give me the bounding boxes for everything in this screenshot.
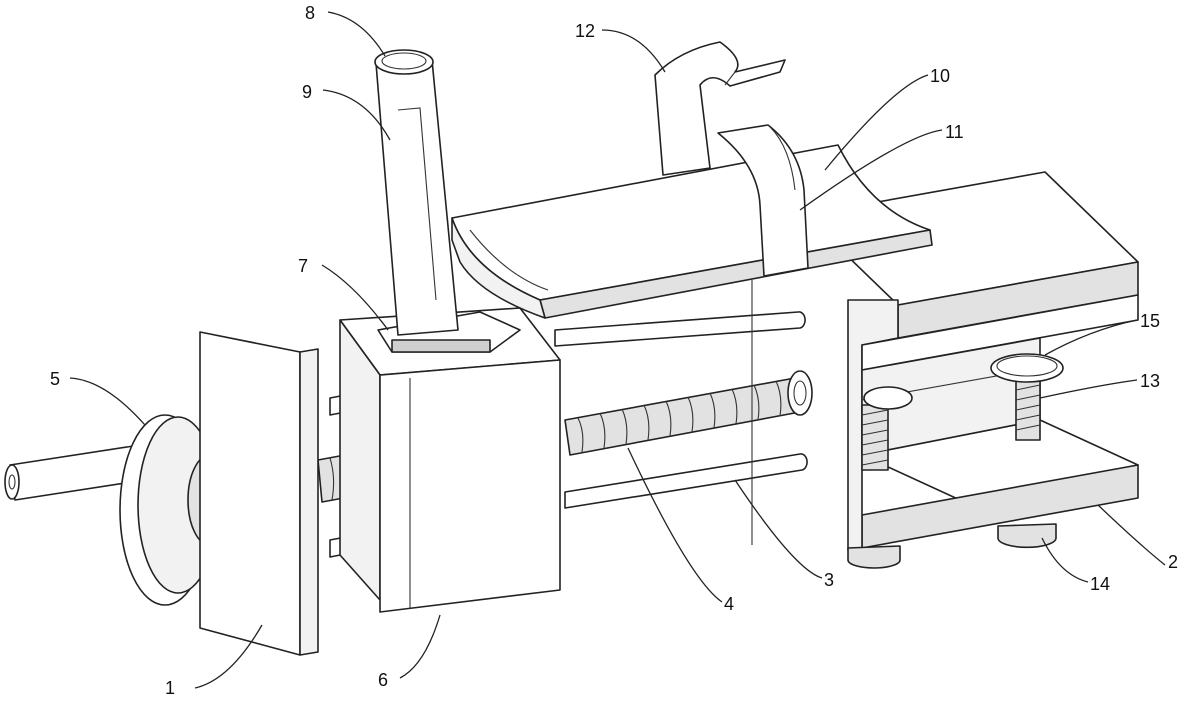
end-plate (199, 331, 319, 656)
rod-base (377, 311, 521, 353)
strap (717, 124, 809, 277)
callout-4: 4 (724, 594, 734, 614)
clamp-screw-right (990, 353, 1064, 441)
callout-11: 11 (945, 122, 964, 142)
clamp-screw-left (861, 386, 913, 471)
callout-6: 6 (378, 670, 388, 690)
callout-15: 15 (1140, 311, 1160, 331)
strap-loop (654, 41, 786, 176)
callout-3: 3 (824, 570, 834, 590)
callout-13: 13 (1140, 371, 1160, 391)
callout-labels: 1 2 3 4 5 6 7 8 9 10 11 12 13 14 15 (50, 3, 1178, 698)
callout-5: 5 (50, 369, 60, 389)
base-feet (847, 523, 1057, 569)
callout-2: 2 (1168, 552, 1178, 572)
curved-cradle (451, 144, 933, 545)
slider-block (339, 307, 561, 613)
callout-1: 1 (165, 678, 175, 698)
callout-9: 9 (302, 82, 312, 102)
leader-lines (69, 11, 1166, 689)
vertical-rod (374, 49, 459, 336)
callout-8: 8 (305, 3, 315, 23)
callout-7: 7 (298, 256, 308, 276)
callout-12: 12 (575, 21, 595, 41)
callout-14: 14 (1090, 574, 1110, 594)
clamp-frame (804, 171, 1139, 551)
callout-10: 10 (930, 66, 950, 86)
